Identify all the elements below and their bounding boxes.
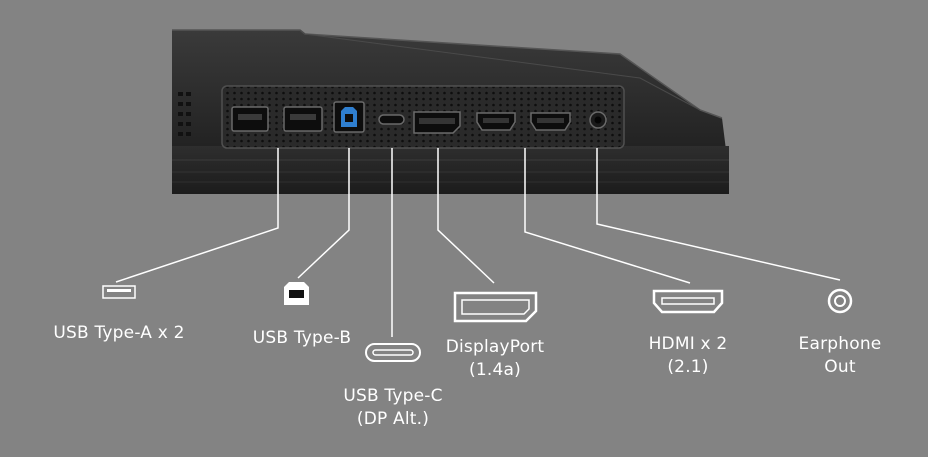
hdmi-port bbox=[476, 112, 516, 131]
usb-b-label: USB Type-B bbox=[252, 328, 352, 348]
port-panel bbox=[221, 85, 625, 149]
leader-line-usb-b bbox=[297, 148, 350, 279]
leader-line-displayport bbox=[437, 148, 495, 284]
usb-c-label: USB Type-C (DP Alt.) bbox=[343, 386, 443, 429]
earphone-jack-port bbox=[589, 111, 607, 129]
hdmi-icon bbox=[652, 289, 724, 314]
usb-a-icon bbox=[102, 285, 136, 299]
usb-c-icon bbox=[365, 343, 421, 362]
displayport-port bbox=[413, 111, 461, 134]
usb-a-port bbox=[231, 106, 269, 132]
earphone-label: Earphone Out bbox=[798, 334, 882, 377]
displayport-label: DisplayPort (1.4a) bbox=[445, 337, 545, 380]
usb-b-icon bbox=[284, 282, 309, 305]
usb-c-port bbox=[378, 114, 405, 125]
leader-line-hdmi bbox=[524, 148, 691, 284]
leader-line-usb-a bbox=[115, 148, 279, 283]
hdmi-label: HDMI x 2 (2.1) bbox=[648, 334, 728, 377]
displayport-icon bbox=[453, 291, 538, 323]
earphone-jack-icon bbox=[827, 288, 853, 314]
hdmi-port bbox=[530, 112, 571, 131]
leader-line-earphone bbox=[596, 148, 841, 281]
callout-lines bbox=[115, 148, 841, 337]
usb-a-port bbox=[283, 106, 323, 132]
usb-a-label: USB Type-A x 2 bbox=[53, 323, 185, 343]
usb-b-port bbox=[333, 101, 365, 133]
